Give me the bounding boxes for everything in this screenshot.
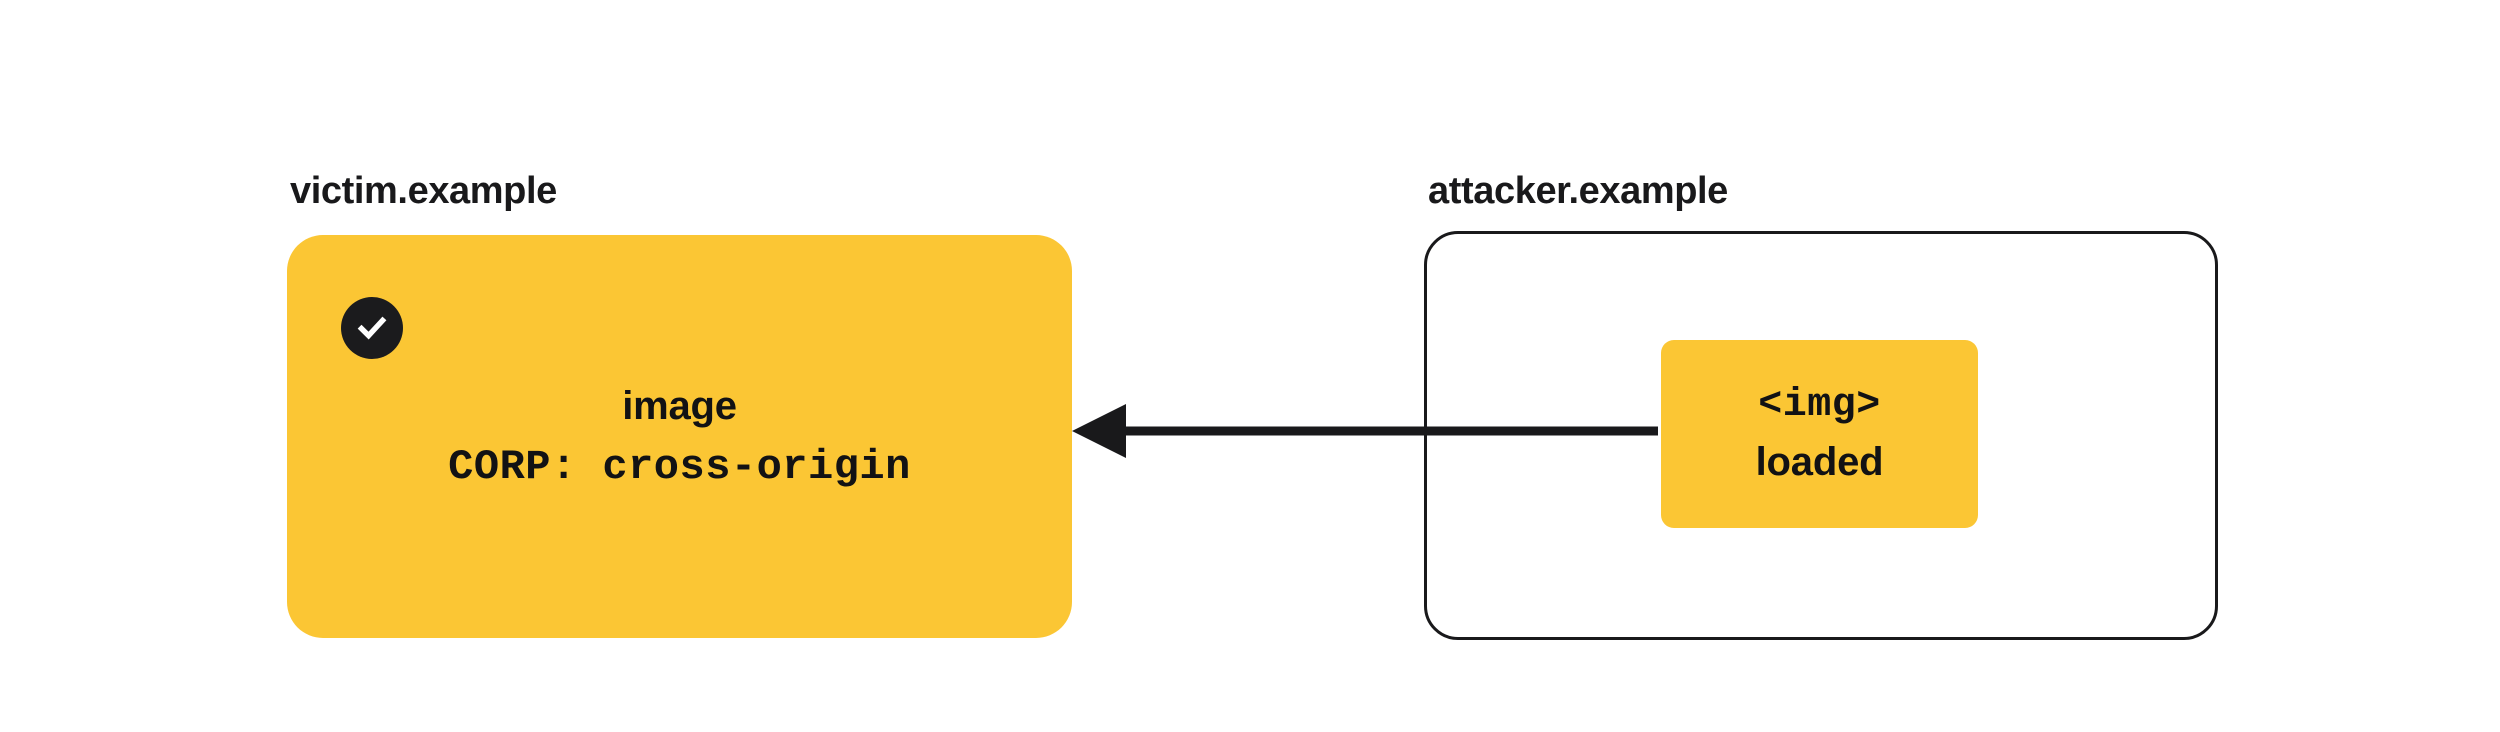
attacker-page-frame: <img> loaded [1424, 231, 2218, 640]
attacker-img-tag: <img> [1758, 383, 1881, 428]
victim-resource-text: image CORP: cross-origin [287, 386, 1072, 488]
attacker-img-state: loaded [1755, 440, 1884, 484]
victim-resource-name: image [622, 383, 737, 428]
victim-origin-label: victim.example [290, 170, 557, 212]
victim-resource-box: image CORP: cross-origin [287, 235, 1072, 638]
attacker-img-element-box: <img> loaded [1661, 340, 1978, 528]
attacker-origin-label: attacker.example [1428, 170, 1728, 212]
check-circle-icon [341, 297, 403, 359]
victim-corp-header: CORP: cross-origin [448, 442, 911, 491]
